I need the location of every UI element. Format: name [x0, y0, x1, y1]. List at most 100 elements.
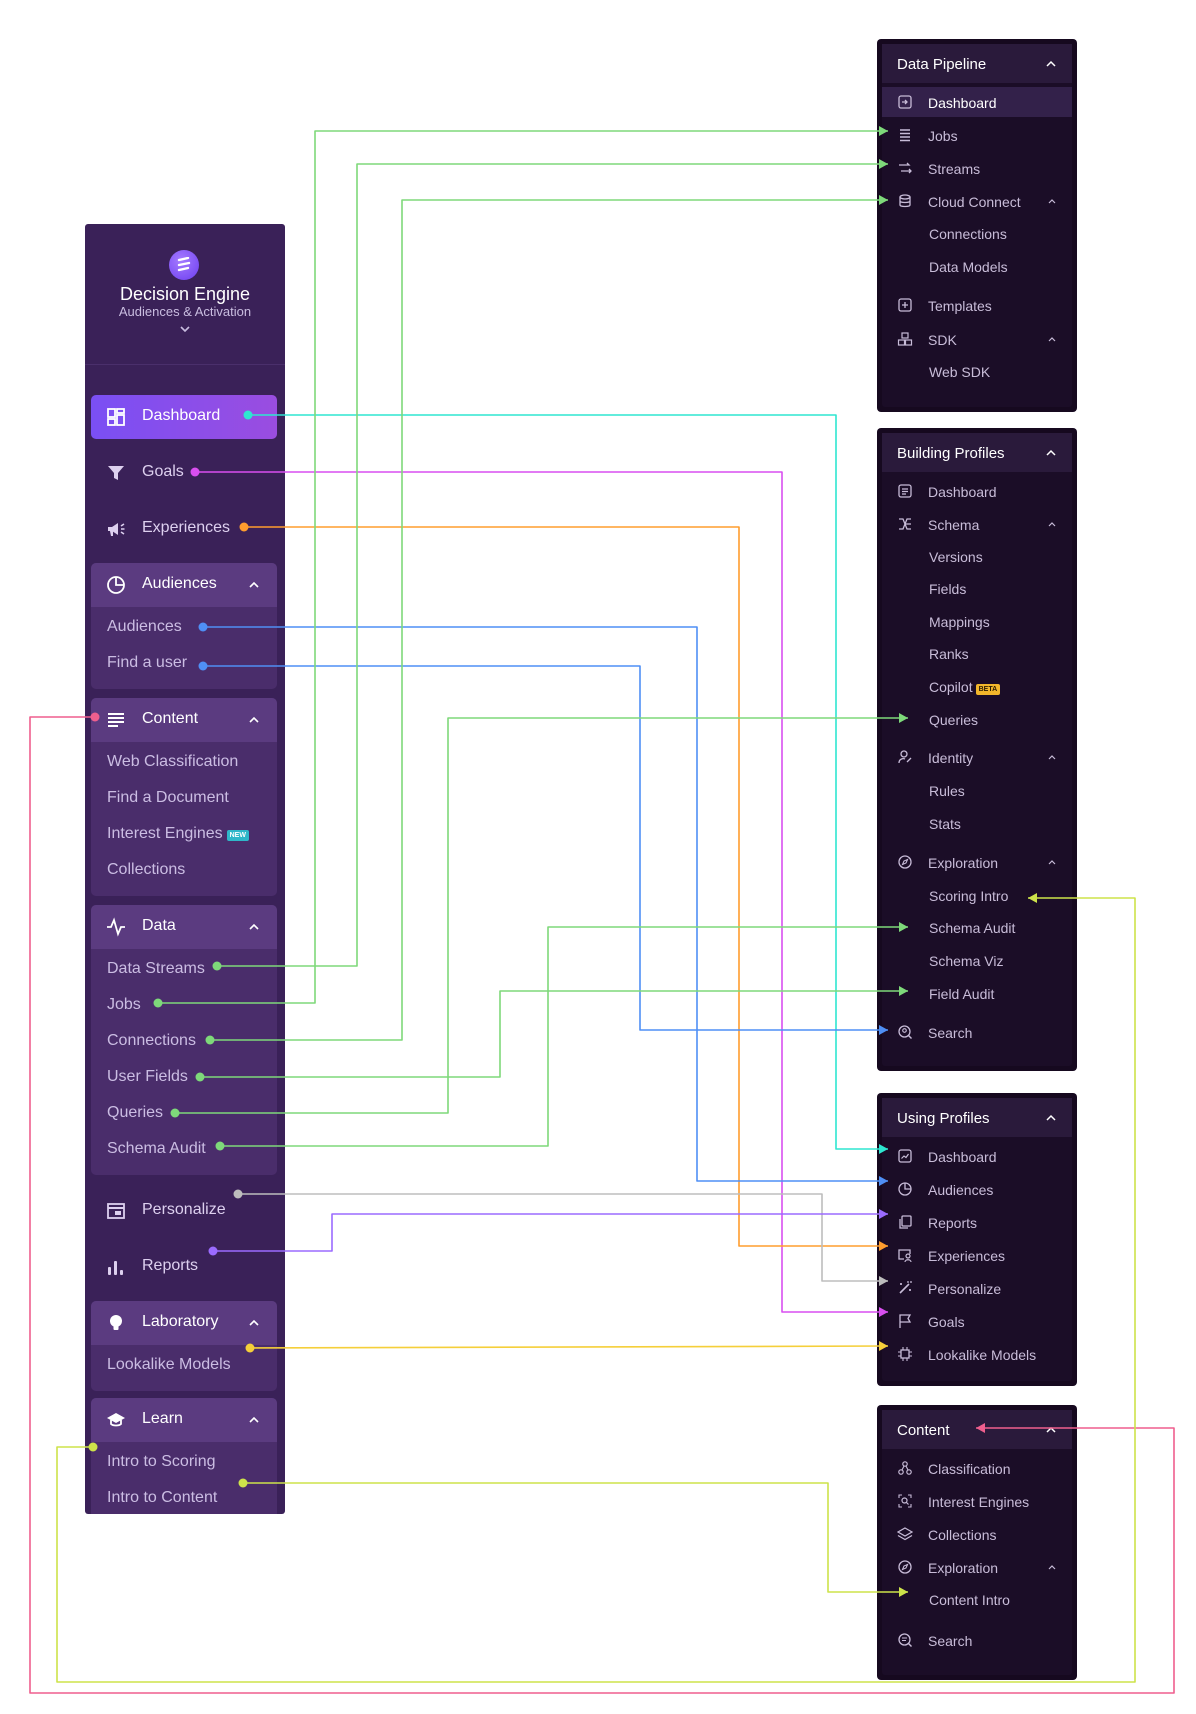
layers-icon	[897, 1527, 913, 1541]
bp-schema[interactable]: Schema	[882, 509, 1072, 539]
brand-logo	[169, 250, 199, 280]
panel-data-pipeline-header[interactable]: Data Pipeline	[882, 44, 1072, 83]
sub-schema-audit[interactable]: Schema Audit	[107, 1140, 206, 1157]
up-audiences[interactable]: Audiences	[882, 1174, 1072, 1204]
sub-user-fields[interactable]: User Fields	[107, 1068, 188, 1085]
sub-collections[interactable]: Collections	[107, 861, 186, 878]
dp-connections[interactable]: Connections	[929, 226, 1007, 242]
dp-data-models[interactable]: Data Models	[929, 259, 1008, 275]
nav-experiences-label: Experiences	[142, 519, 231, 536]
section-learn-header[interactable]: Learn	[91, 1398, 277, 1442]
nav-dashboard-label: Dashboard	[142, 407, 221, 424]
up-lookalike-models-label: Lookalike Models	[928, 1347, 1037, 1363]
sub-data-streams[interactable]: Data Streams	[107, 960, 205, 977]
chevron-down-icon[interactable]	[178, 322, 192, 336]
bp-exploration[interactable]: Exploration	[882, 847, 1072, 877]
up-goals[interactable]: Goals	[882, 1306, 1072, 1336]
sub-intro-to-content[interactable]: Intro to Content	[107, 1489, 218, 1506]
sub-queries[interactable]: Queries	[107, 1104, 164, 1121]
bar-chart-icon	[108, 1261, 123, 1275]
connector-find-user-to-bp-search	[198, 661, 888, 1035]
dp-streams[interactable]: Streams	[882, 153, 1072, 183]
sub-find-a-document[interactable]: Find a Document	[107, 789, 229, 806]
pulse-icon	[107, 917, 125, 937]
up-experiences[interactable]: Experiences	[882, 1240, 1072, 1270]
up-goals-label: Goals	[928, 1314, 965, 1330]
section-laboratory: Laboratory Lookalike Models	[91, 1301, 277, 1391]
panel-content-header[interactable]: Content	[882, 1410, 1072, 1449]
connector-schema-audit-to-bp-schema-audit	[215, 922, 908, 1151]
bp-queries[interactable]: Queries	[929, 712, 979, 728]
sub-connections[interactable]: Connections	[107, 1032, 196, 1049]
sub-find-a-user[interactable]: Find a user	[107, 654, 188, 671]
dp-web-sdk[interactable]: Web SDK	[929, 364, 991, 380]
section-audiences-header[interactable]: Audiences	[91, 563, 277, 607]
up-personalize-label: Personalize	[928, 1281, 1002, 1297]
section-laboratory-label: Laboratory	[142, 1313, 219, 1330]
section-data-label: Data	[142, 917, 176, 934]
bp-mappings[interactable]: Mappings	[929, 614, 990, 630]
nav-goals[interactable]: Goals	[91, 451, 277, 495]
sub-lookalike-models[interactable]: Lookalike Models	[107, 1356, 231, 1373]
dp-sdk-label: SDK	[928, 332, 957, 348]
panel-using-profiles-header[interactable]: Using Profiles	[882, 1098, 1072, 1137]
dp-cloud-connect[interactable]: Cloud Connect	[882, 186, 1072, 216]
up-reports[interactable]: Reports	[882, 1207, 1072, 1237]
dp-jobs[interactable]: Jobs	[882, 120, 1072, 150]
section-laboratory-header[interactable]: Laboratory	[91, 1301, 277, 1345]
ct-collections-label: Collections	[928, 1527, 997, 1543]
bp-fields[interactable]: Fields	[929, 581, 967, 597]
chevron-up-icon	[1048, 522, 1056, 527]
bp-scoring-intro[interactable]: Scoring Intro	[929, 888, 1009, 904]
bp-field-audit[interactable]: Field Audit	[929, 986, 995, 1002]
up-lookalike-models[interactable]: Lookalike Models	[882, 1339, 1072, 1369]
nav-reports[interactable]: Reports	[91, 1245, 277, 1289]
bp-stats[interactable]: Stats	[929, 816, 961, 832]
sub-intro-to-scoring[interactable]: Intro to Scoring	[107, 1453, 216, 1470]
sub-interest-engines-label: Interest Engines	[107, 825, 223, 842]
up-personalize[interactable]: Personalize	[882, 1273, 1072, 1303]
chevron-up-icon	[249, 923, 259, 930]
connector-data-streams-to-dp-streams	[212, 159, 888, 971]
bp-versions[interactable]: Versions	[929, 549, 983, 565]
connector-personalize-to-up-personalize	[233, 1189, 888, 1286]
up-dashboard[interactable]: Dashboard	[882, 1141, 1072, 1171]
bp-schema-label: Schema	[928, 517, 980, 533]
brand-header[interactable]: Decision Engine Audiences & Activation	[85, 224, 285, 365]
dp-dashboard[interactable]: Dashboard	[882, 87, 1072, 117]
sub-jobs[interactable]: Jobs	[107, 996, 141, 1013]
sub-web-classification[interactable]: Web Classification	[107, 753, 239, 770]
section-data-header[interactable]: Data	[91, 905, 277, 949]
new-badge: NEW	[226, 830, 249, 841]
panel-using-profiles: Using Profiles Dashboard Audiences Repor…	[877, 1093, 1077, 1386]
bp-identity[interactable]: Identity	[882, 742, 1072, 772]
bp-schema-viz[interactable]: Schema Viz	[929, 953, 1004, 969]
bp-rules[interactable]: Rules	[929, 783, 965, 799]
ct-search[interactable]: Search	[882, 1625, 1072, 1655]
dp-sdk[interactable]: SDK	[882, 324, 1072, 354]
panel-building-profiles-header[interactable]: Building Profiles	[882, 433, 1072, 472]
section-content-header[interactable]: Content	[91, 698, 277, 742]
bp-search[interactable]: Search	[882, 1017, 1072, 1047]
bp-ranks[interactable]: Ranks	[929, 646, 969, 662]
dp-templates[interactable]: Templates	[882, 290, 1072, 320]
chevron-up-icon	[1048, 860, 1056, 865]
nav-personalize[interactable]: Personalize	[91, 1189, 277, 1233]
ct-content-intro[interactable]: Content Intro	[929, 1592, 1010, 1608]
bp-dashboard[interactable]: Dashboard	[882, 476, 1072, 506]
ct-interest-engines[interactable]: Interest Engines	[882, 1486, 1072, 1516]
sub-audiences[interactable]: Audiences	[107, 618, 182, 635]
nav-experiences[interactable]: Experiences	[91, 507, 277, 551]
bp-schema-audit[interactable]: Schema Audit	[929, 920, 1016, 936]
magic-wand-icon	[899, 1281, 912, 1294]
ct-classification[interactable]: Classification	[882, 1453, 1072, 1483]
stack-icon	[900, 129, 910, 142]
nodes-icon	[898, 1461, 912, 1475]
ct-collections[interactable]: Collections	[882, 1519, 1072, 1549]
ct-exploration[interactable]: Exploration	[882, 1552, 1072, 1582]
section-content-label: Content	[142, 710, 199, 727]
flag-icon	[899, 1314, 912, 1328]
nav-dashboard[interactable]: Dashboard	[91, 395, 277, 439]
